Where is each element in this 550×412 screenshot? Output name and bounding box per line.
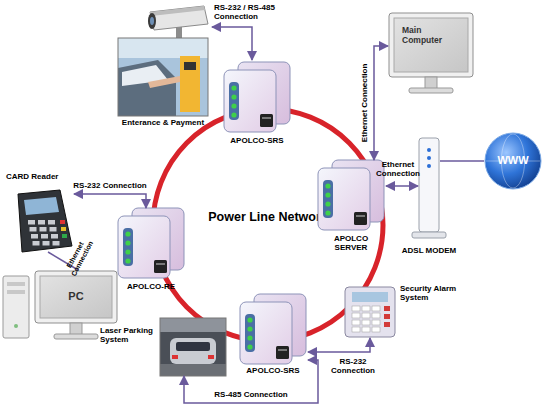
connector-label: Ethernet Connection [360, 53, 369, 153]
entrance-photo: Enterance & Payment [118, 38, 208, 116]
connector-label: RS-232 Connection [65, 181, 155, 190]
node-label: Enterance & Payment [113, 118, 213, 127]
node-label: PC [44, 290, 108, 303]
connector [440, 160, 484, 162]
connector-label: RS-232 Connection [327, 357, 379, 375]
node-label: Main Computer [402, 26, 462, 46]
pc-tower [3, 276, 29, 338]
modem-shape [418, 138, 440, 240]
node-label: APOLCO-SRS [223, 366, 323, 375]
photoA-shape [118, 38, 208, 116]
connector [308, 338, 370, 352]
keypad-shape [344, 286, 396, 338]
device-box: APOLCO-RE [116, 208, 186, 280]
computer-monitor: Main Computer [388, 12, 474, 96]
connector [374, 46, 388, 160]
device-shape [222, 62, 292, 134]
device-shape [238, 294, 308, 364]
connector-label: Ethernet Connection [373, 160, 423, 178]
connector [386, 185, 418, 187]
connector [74, 194, 146, 208]
node-label: ADSL MODEM [393, 246, 465, 255]
server-box: APOLCO SERVER [316, 160, 386, 232]
node-label: Laser Parking System [100, 326, 156, 344]
node-label: APOLCO SERVER [321, 234, 381, 252]
modem-box: ADSL MODEM [418, 138, 440, 240]
parking-photo: Laser Parking System [160, 318, 226, 376]
card-shape [8, 190, 74, 252]
card-reader: CARD Reader [8, 190, 74, 252]
connection-label: RS-232 / RS-485 Connection [214, 3, 276, 21]
node-label: Security Alarm System [400, 284, 472, 302]
device-shape [116, 208, 186, 280]
internet-globe: WWW [484, 132, 542, 190]
node-label: APOLCO-SRS [207, 136, 307, 145]
alarm-keypad: Security Alarm System [344, 286, 396, 338]
photoB-shape [160, 318, 226, 376]
node-label: WWW [484, 154, 542, 167]
device-box: APOLCO-SRS [238, 294, 308, 364]
node-label: CARD Reader [6, 172, 76, 181]
device-box: APOLCO-SRS [222, 62, 292, 134]
connector-label: RS-485 Connection [201, 390, 301, 399]
device-shape [316, 160, 386, 232]
camera-link [212, 27, 252, 60]
monitor-shape [388, 12, 474, 96]
